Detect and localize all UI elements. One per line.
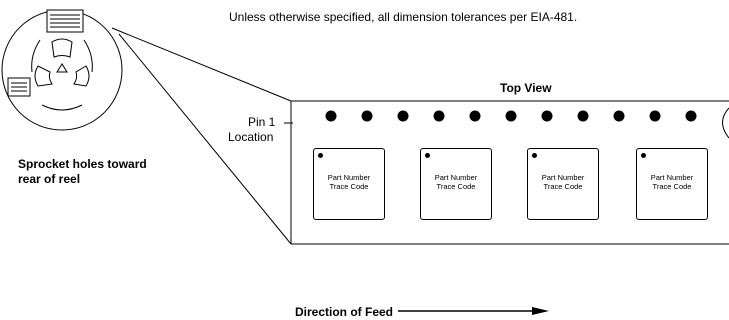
package-part-number: Part Number xyxy=(650,173,694,182)
package-trace-code: Trace Code xyxy=(436,182,476,191)
reel-spoke-left xyxy=(34,65,53,87)
package-trace-code: Trace Code xyxy=(329,182,369,191)
sprocket-hole xyxy=(397,110,409,122)
pin1-marker-icon xyxy=(318,153,323,158)
tape-edge-curve xyxy=(722,107,729,139)
package-trace-code: Trace Code xyxy=(652,182,692,191)
sprocket-holes xyxy=(325,110,697,122)
package-trace-code: Trace Code xyxy=(543,182,583,191)
reel-label-top xyxy=(46,9,84,33)
component-package: Part Number Trace Code xyxy=(636,148,708,220)
sprocket-hole xyxy=(361,110,373,122)
tolerance-note: Unless otherwise specified, all dimensio… xyxy=(229,10,578,24)
pin1-label: Pin 1 xyxy=(248,115,276,129)
sprocket-note-line1: Sprocket holes toward xyxy=(18,157,147,171)
reel-label-left xyxy=(7,77,31,97)
component-package: Part Number Trace Code xyxy=(420,148,492,220)
direction-arrow xyxy=(398,307,549,315)
sprocket-hole xyxy=(541,110,553,122)
pin1-location-label: Location xyxy=(228,130,274,144)
package-part-number: Part Number xyxy=(327,173,371,182)
arrow-head-icon xyxy=(532,307,549,315)
reel-spoke-right xyxy=(73,65,90,87)
component-package: Part Number Trace Code xyxy=(527,148,599,220)
sprocket-hole xyxy=(325,110,337,122)
direction-of-feed-label: Direction of Feed xyxy=(295,305,394,319)
reel-spoke-top xyxy=(51,38,73,58)
top-view-label: Top View xyxy=(500,81,552,95)
sprocket-hole xyxy=(613,110,625,122)
reel-hub-icon xyxy=(56,63,68,73)
sprocket-hole xyxy=(685,110,697,122)
sprocket-hole xyxy=(649,110,661,122)
sprocket-hole xyxy=(433,110,445,122)
pin1-marker-icon xyxy=(641,153,646,158)
package-part-number: Part Number xyxy=(541,173,585,182)
package-part-number: Part Number xyxy=(434,173,478,182)
sprocket-hole xyxy=(577,110,589,122)
component-package: Part Number Trace Code xyxy=(313,148,385,220)
reel xyxy=(1,9,123,131)
sprocket-hole xyxy=(469,110,481,122)
sprocket-note-line2: rear of reel xyxy=(18,172,81,186)
projection-lines xyxy=(111,27,292,245)
pin1-marker-icon xyxy=(532,153,537,158)
carrier-tape xyxy=(290,100,729,245)
sprocket-hole xyxy=(505,110,517,122)
pin1-marker-icon xyxy=(425,153,430,158)
